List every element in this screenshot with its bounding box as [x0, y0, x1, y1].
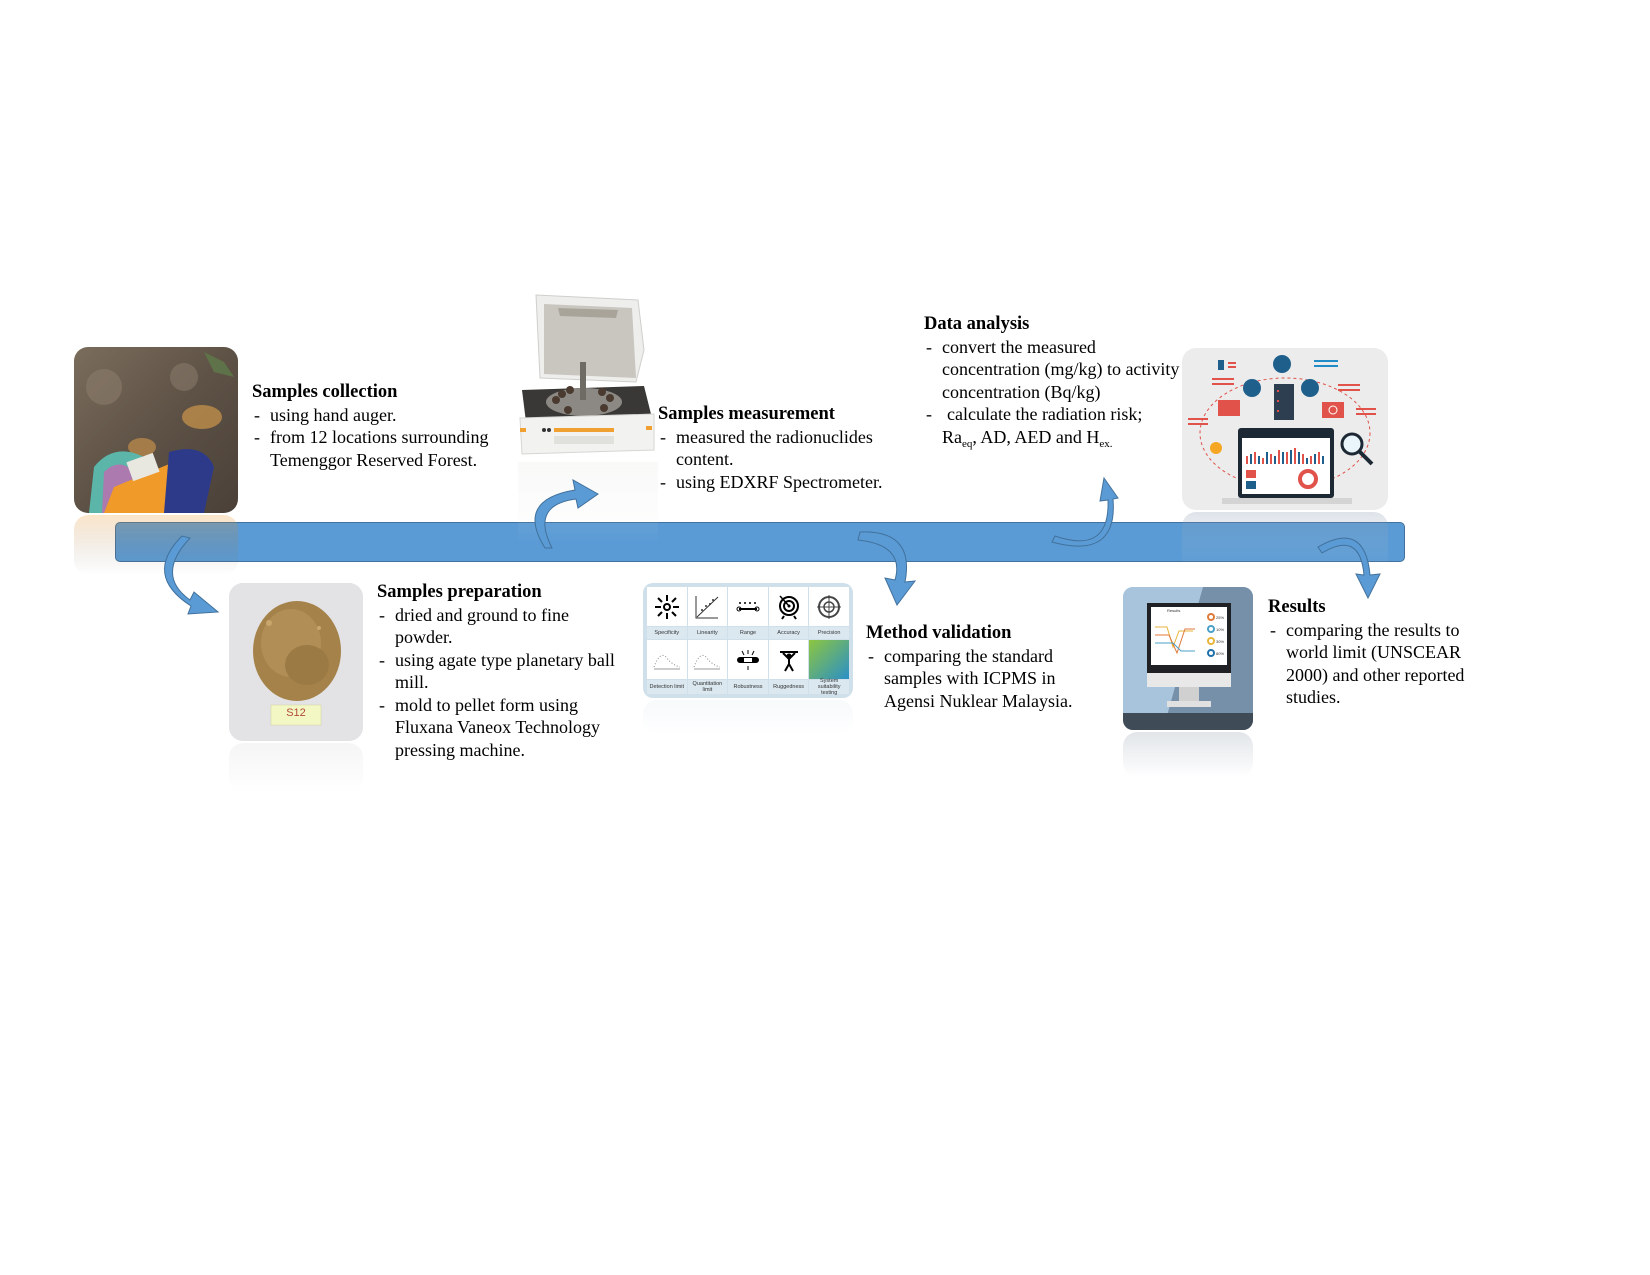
step-data-analysis: Data analysis convert the measured conce…: [924, 313, 1194, 450]
accuracy-icon: [768, 587, 809, 626]
grid-label: Precision: [809, 627, 849, 639]
system-suitability-icon: [809, 640, 849, 679]
results-monitor-illustration: Results 25% 10% 30% 80%: [1123, 587, 1253, 730]
step-title: Samples preparation: [377, 582, 542, 602]
step-bullet: using EDXRF Spectrometer.: [658, 471, 918, 494]
robustness-icon: [728, 640, 768, 679]
validation-parameters-grid: Specificity Linearity Range Accuracy Pre…: [643, 583, 853, 698]
edxrf-spectrometer-photo: [518, 290, 658, 460]
step-bullet: from 12 locations surrounding Temenggor …: [252, 426, 492, 471]
step-samples-preparation: Samples preparation dried and ground to …: [377, 581, 617, 761]
monitor-percent: 80%: [1216, 651, 1225, 656]
step-title: Results: [1268, 597, 1326, 617]
step-method-validation: Method validation comparing the standard…: [866, 622, 1086, 712]
sample-label-tag: S12: [286, 707, 306, 719]
soil-sampling-photo: [74, 347, 238, 513]
step-results: Results comparing the results to world l…: [1268, 596, 1498, 709]
monitor-title: Results: [1167, 608, 1181, 613]
grid-label: Accuracy: [768, 627, 809, 639]
step-bullet: comparing the standard samples with ICPM…: [866, 645, 1086, 713]
specificity-icon: [647, 587, 687, 626]
quantitation-limit-icon: [687, 640, 728, 679]
step-bullet: comparing the results to world limit (UN…: [1268, 619, 1498, 709]
detection-limit-icon: [647, 640, 687, 679]
grid-label: Linearity: [687, 627, 728, 639]
step-bullet: measured the radionuclides content.: [658, 426, 918, 471]
grid-label: Ruggedness: [768, 680, 809, 694]
range-icon: [728, 587, 768, 626]
step-bullet: calculate the radiation risk; Raeq, AD, …: [924, 403, 1194, 450]
grid-label: Quantitation limit: [687, 680, 728, 694]
ruggedness-icon: [768, 640, 809, 679]
soil-powder-photo: S12: [229, 583, 363, 741]
grid-label: System suitability testing: [809, 678, 849, 696]
timeline-bar: [115, 522, 1405, 562]
step-bullet: using hand auger.: [252, 404, 492, 427]
validation-grid-reflection: [643, 700, 853, 735]
data-analysis-illustration: [1182, 348, 1388, 510]
grid-label: Range: [728, 627, 768, 639]
grid-label: Robustness: [728, 680, 768, 694]
linearity-icon: [687, 587, 728, 626]
step-bullet: convert the measured concentration (mg/k…: [924, 336, 1194, 404]
step-title: Samples measurement: [658, 404, 835, 424]
step-bullet-text: calculate the radiation risk;: [947, 404, 1143, 424]
grid-label: Specificity: [647, 627, 687, 639]
step-bullet: dried and ground to fine powder.: [377, 604, 617, 649]
monitor-percent: 30%: [1216, 639, 1225, 644]
step-title: Data analysis: [924, 314, 1030, 334]
step-samples-measurement: Samples measurement measured the radionu…: [658, 403, 918, 493]
step-samples-collection: Samples collection using hand auger. fro…: [252, 381, 492, 471]
step-bullet: mold to pellet form using Fluxana Vaneox…: [377, 694, 617, 762]
data-analysis-illustration-reflection: [1182, 512, 1388, 572]
precision-icon: [809, 587, 849, 626]
step-title: Samples collection: [252, 382, 398, 402]
radium-equivalent-term: Raeq: [942, 426, 973, 450]
edxrf-spectrometer-reflection: [518, 462, 658, 542]
step-bullet: using agate type planetary ball mill.: [377, 649, 617, 694]
grid-label: Detection limit: [647, 680, 687, 694]
soil-powder-photo-reflection: [229, 743, 363, 793]
results-monitor-reflection: [1123, 732, 1253, 777]
step-title: Method validation: [866, 623, 1012, 643]
soil-sampling-photo-reflection: [74, 515, 238, 575]
monitor-percent: 25%: [1216, 615, 1225, 620]
monitor-percent: 10%: [1216, 627, 1225, 632]
